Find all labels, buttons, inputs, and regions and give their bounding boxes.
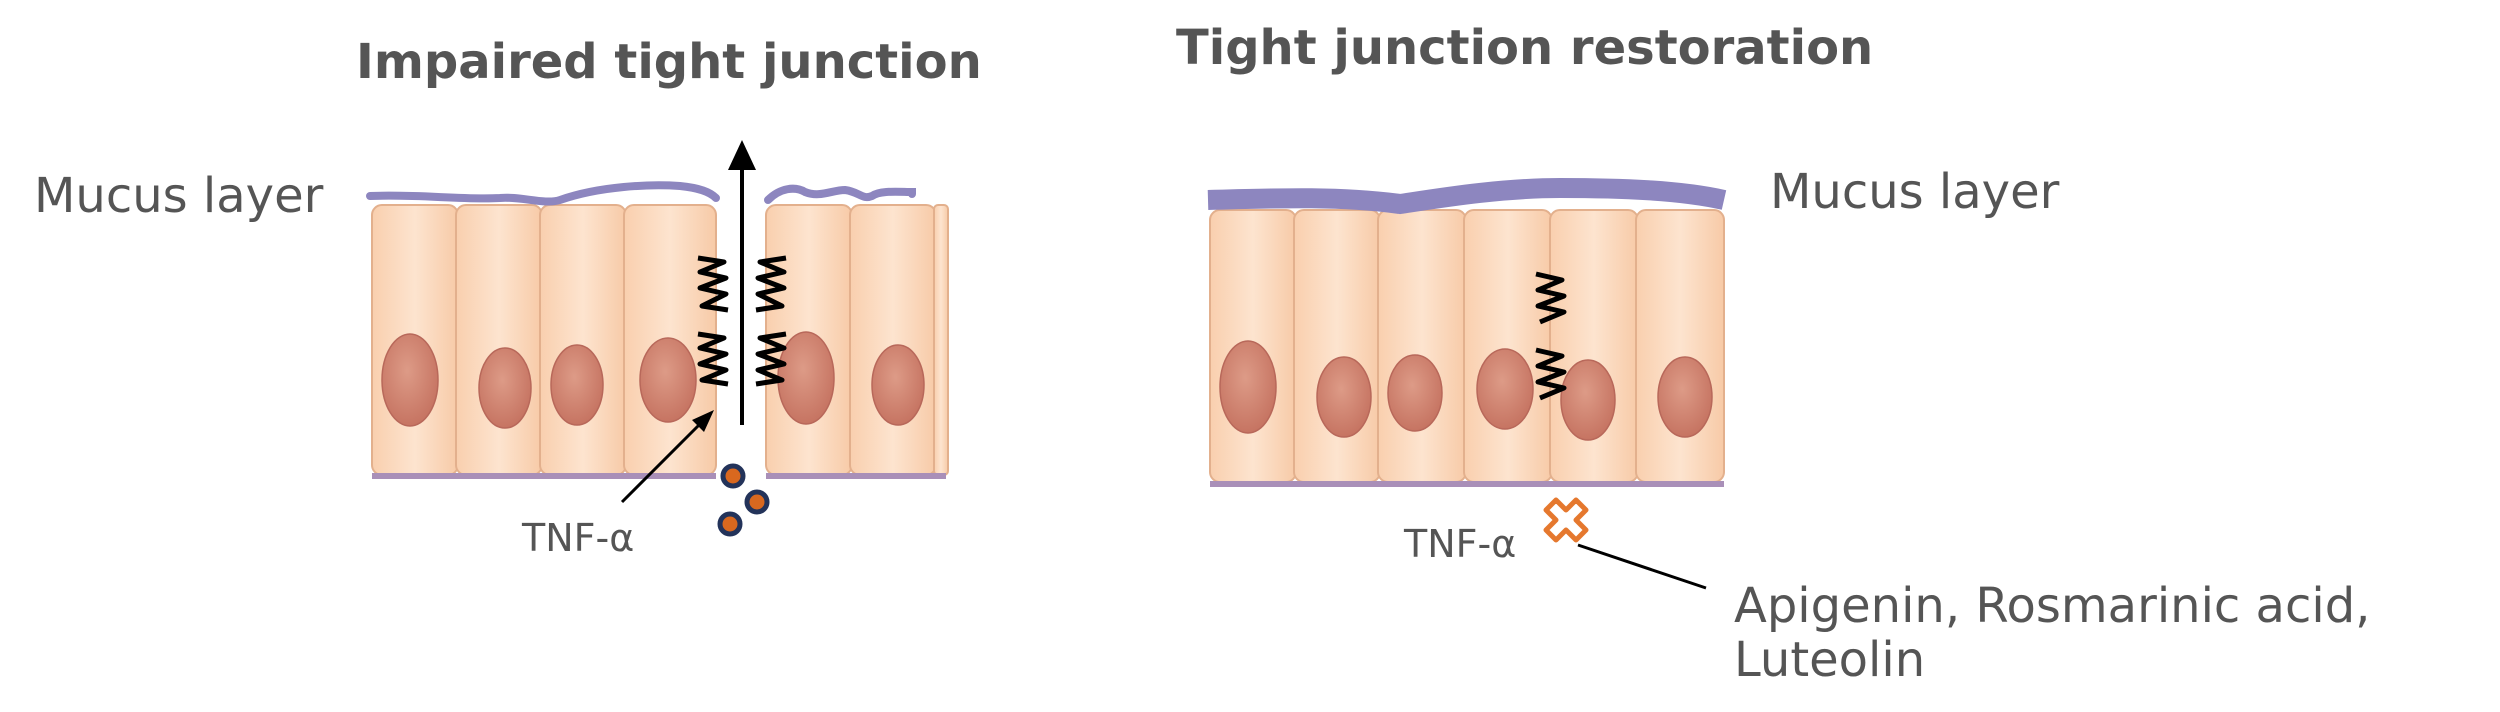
restored-junction-zigzag-icon (1535, 271, 1567, 401)
left-epithelium (366, 140, 949, 537)
tnf-alpha-molecule-icon (717, 463, 770, 537)
compounds-label-line1: Apigenin, Rosmarinic acid, (1734, 578, 2371, 634)
left-mucus-layer-a (366, 181, 720, 206)
left-tnf-label: TNF-α (522, 516, 635, 560)
left-panel-title: Impaired tight junction (356, 34, 982, 90)
leak-arrow-head (728, 140, 756, 170)
right-epithelium (1207, 177, 1727, 590)
right-tnf-label: TNF-α (1404, 522, 1517, 566)
left-mucus-label: Mucus layer (34, 168, 324, 224)
right-panel-title: Tight junction restoration (1176, 20, 1874, 76)
tnf-pointer-head (692, 410, 714, 432)
left-cell-group-a (371, 204, 717, 476)
tnf-pointer-line (620, 422, 702, 504)
left-mucus-layer-b (764, 184, 916, 204)
left-cell-group-b (765, 204, 949, 476)
compounds-label-line2: Luteolin (1734, 632, 1926, 688)
inhibitor-cross-icon (1543, 497, 1589, 543)
compound-pointer-line (1577, 543, 1707, 590)
tight-junction-zigzag-icon (697, 255, 787, 387)
right-mucus-layer (1207, 177, 1727, 215)
right-mucus-label: Mucus layer (1770, 164, 2060, 220)
